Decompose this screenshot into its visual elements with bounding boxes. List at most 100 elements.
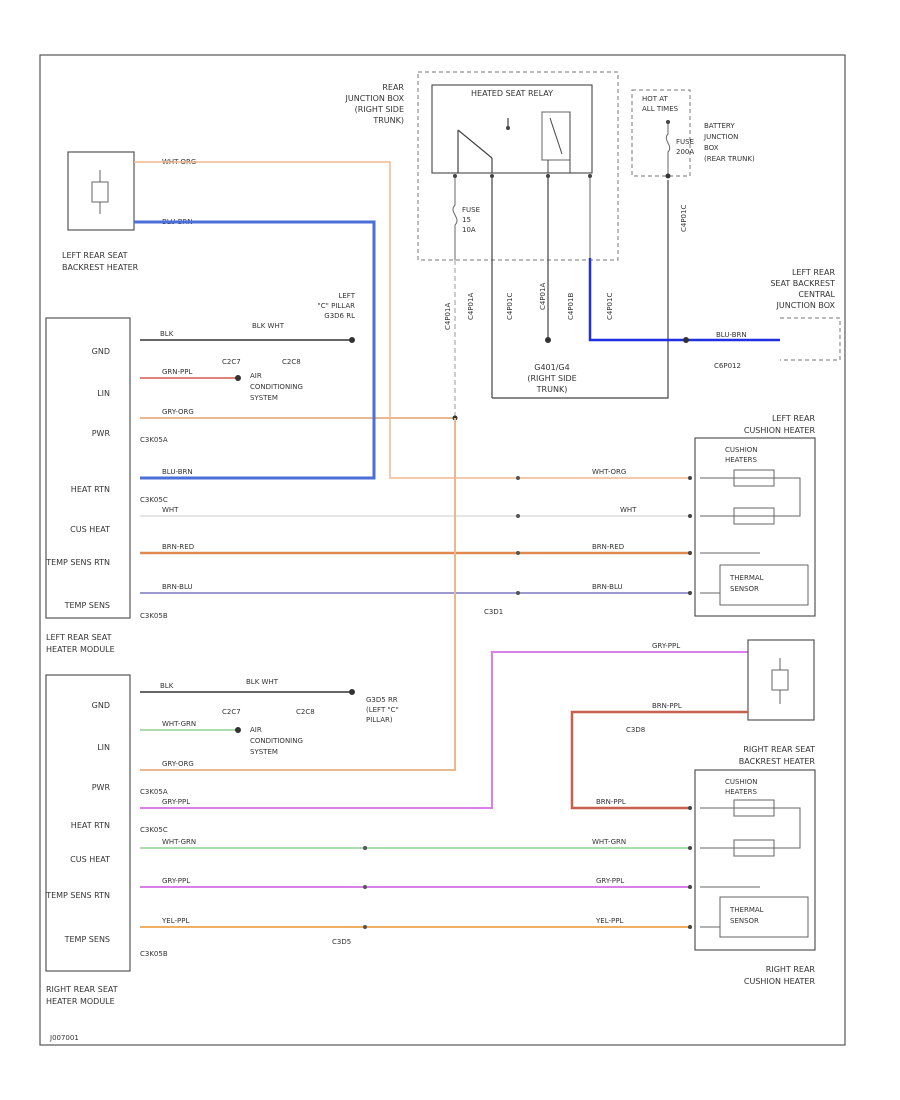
relay-connector-labels: C4P01A C4P01A C4P01C C4P01A C4P01B C4P01…: [444, 283, 614, 330]
left-heat-rtn-wire: [134, 220, 376, 480]
svg-text:HEATERS: HEATERS: [725, 788, 757, 796]
svg-text:BOX: BOX: [704, 144, 719, 152]
right-splice-connectors: [363, 846, 367, 929]
central-junction-terminal: [683, 337, 689, 343]
svg-text:LEFT REAR: LEFT REAR: [792, 268, 835, 277]
left-thermal-sensor-box: [719, 564, 809, 606]
right-gnd-connector-2: C2C8: [296, 708, 315, 716]
right-lin-terminal: [235, 727, 241, 733]
svg-text:ALL TIMES: ALL TIMES: [642, 105, 679, 113]
svg-text:HEAT RTN: HEAT RTN: [71, 821, 110, 830]
right-thermal-sensor-icon: [700, 886, 760, 928]
right-cushion-heater-loop: [700, 807, 801, 849]
right-heat-wire-label: GRY-PPL: [162, 798, 190, 806]
svg-text:CUSHION: CUSHION: [725, 446, 758, 454]
svg-text:FUSE: FUSE: [462, 206, 480, 214]
svg-text:HEAT RTN: HEAT RTN: [71, 485, 110, 494]
right-cushion-title: RIGHT REAR CUSHION HEATER: [744, 965, 816, 986]
rear-junction-box-label: REAR JUNCTION BOX (RIGHT SIDE TRUNK): [345, 83, 405, 125]
left-gnd-wire-label: BLK: [160, 330, 174, 338]
relay-switch-icon: [457, 118, 510, 173]
svg-text:PWR: PWR: [92, 783, 111, 792]
right-backrest-bottom-wire: [570, 710, 748, 810]
right-backrest-heater-label: RIGHT REAR SEAT BACKREST HEATER: [739, 745, 816, 766]
svg-text:TRUNK): TRUNK): [536, 385, 568, 394]
svg-text:REAR: REAR: [382, 83, 404, 92]
right-cushion-wire-labels: BRN-PPL WHT-GRN GRY-PPL YEL-PPL: [592, 798, 626, 925]
left-thermal-sensor-icon: [700, 552, 760, 594]
svg-text:CUSHION: CUSHION: [725, 778, 758, 786]
svg-text:BRN-RED: BRN-RED: [592, 543, 624, 551]
left-cushion-wire-labels: WHT-ORG WHT BRN-RED BRN-BLU: [592, 468, 637, 591]
svg-text:RIGHT REAR SEAT: RIGHT REAR SEAT: [46, 985, 118, 994]
svg-text:TEMP SENS: TEMP SENS: [64, 601, 110, 610]
right-thermal-sensor-label: THERMAL SENSOR: [729, 906, 764, 925]
right-ac-system-label: AIR CONDITIONING SYSTEM: [250, 726, 303, 756]
svg-text:BRN-BLU: BRN-BLU: [592, 583, 623, 591]
right-gnd-point-label: G3D5 RR (LEFT "C" PILLAR): [366, 696, 399, 724]
svg-text:BACKREST HEATER: BACKREST HEATER: [62, 263, 139, 272]
left-backrest-heater-box: [67, 151, 135, 231]
left-gnd-point: [349, 337, 355, 343]
left-heat-wire-label: BLU-BRN: [162, 468, 193, 476]
right-backrest-wire-top-label: GRY-PPL: [652, 642, 680, 650]
right-gnd-connector-1: C2C7: [222, 708, 241, 716]
right-gnd-point: [349, 689, 355, 695]
fuse-15-label: FUSE 15 10A: [462, 206, 480, 234]
right-cushion-terminals: [688, 806, 692, 929]
svg-text:WHT-GRN: WHT-GRN: [592, 838, 626, 846]
svg-text:C4P01A: C4P01A: [539, 283, 547, 310]
left-temp-wire-label: BRN-BLU: [162, 583, 193, 591]
svg-text:C4P01C: C4P01C: [506, 293, 514, 320]
coil-ground-splice: [545, 337, 551, 343]
right-cushion-heaters-label: CUSHION HEATERS: [725, 778, 758, 796]
left-cushion-title: LEFT REAR CUSHION HEATER: [744, 414, 816, 435]
right-lin-wire-label: WHT-GRN: [162, 720, 196, 728]
left-temp-rtn-wire-label: BRN-RED: [162, 543, 194, 551]
right-heater-module-box: [45, 674, 131, 972]
svg-text:CUS HEAT: CUS HEAT: [70, 855, 110, 864]
relay-terminals: [453, 174, 592, 178]
left-thermal-sensor-label: THERMAL SENSOR: [729, 574, 764, 593]
svg-text:LEFT REAR SEAT: LEFT REAR SEAT: [46, 633, 112, 642]
right-backrest-heater-element-icon: [771, 658, 789, 704]
right-pwr-wire: [140, 418, 456, 771]
fuse-15-icon: [452, 178, 458, 260]
svg-text:G3D6 RL: G3D6 RL: [324, 312, 355, 320]
right-temp-wire-label: YEL-PPL: [161, 917, 189, 925]
svg-text:GND: GND: [92, 701, 110, 710]
battery-fuse-label: FUSE 200A: [676, 138, 694, 156]
svg-text:RIGHT REAR: RIGHT REAR: [766, 965, 816, 974]
battery-hot-label: HOT AT ALL TIMES: [642, 95, 679, 113]
svg-text:CONDITIONING: CONDITIONING: [250, 383, 303, 391]
svg-text:(REAR TRUNK): (REAR TRUNK): [704, 155, 755, 163]
right-backrest-connector: C3D8: [626, 726, 645, 734]
svg-text:THERMAL: THERMAL: [729, 574, 764, 582]
left-ac-system-label: AIR CONDITIONING SYSTEM: [250, 372, 303, 402]
svg-text:LIN: LIN: [97, 743, 110, 752]
left-backrest-heater-element-icon: [91, 170, 109, 214]
svg-text:JUNCTION BOX: JUNCTION BOX: [776, 301, 836, 310]
svg-text:PWR: PWR: [92, 429, 111, 438]
wire-blu-central: [588, 258, 780, 342]
right-heat-rtn-wire: [140, 651, 748, 809]
battery-junction-box-outline: [631, 89, 691, 177]
central-junction-label: LEFT REAR SEAT BACKREST CENTRAL JUNCTION…: [770, 268, 835, 310]
svg-text:SEAT BACKREST: SEAT BACKREST: [770, 279, 835, 288]
right-backrest-heater-box: [747, 639, 815, 721]
svg-text:(RIGHT SIDE: (RIGHT SIDE: [355, 105, 404, 114]
right-heat-connector: C3K05C: [140, 826, 168, 834]
svg-text:AIR: AIR: [250, 726, 262, 734]
svg-text:CENTRAL: CENTRAL: [798, 290, 835, 299]
svg-text:BRN-PPL: BRN-PPL: [596, 798, 626, 806]
left-gnd-connector-2: C2C8: [282, 358, 301, 366]
svg-text:SYSTEM: SYSTEM: [250, 394, 278, 402]
svg-text:CUS HEAT: CUS HEAT: [70, 525, 110, 534]
left-cushion-heater-box: [694, 437, 816, 617]
left-cus-wire-label: WHT: [162, 506, 179, 514]
left-splice-connectors: [516, 476, 520, 595]
left-lin-terminal: [235, 375, 241, 381]
left-pwr-connector: C3K05A: [140, 436, 168, 444]
right-cushion-element-1-icon: [733, 799, 775, 817]
